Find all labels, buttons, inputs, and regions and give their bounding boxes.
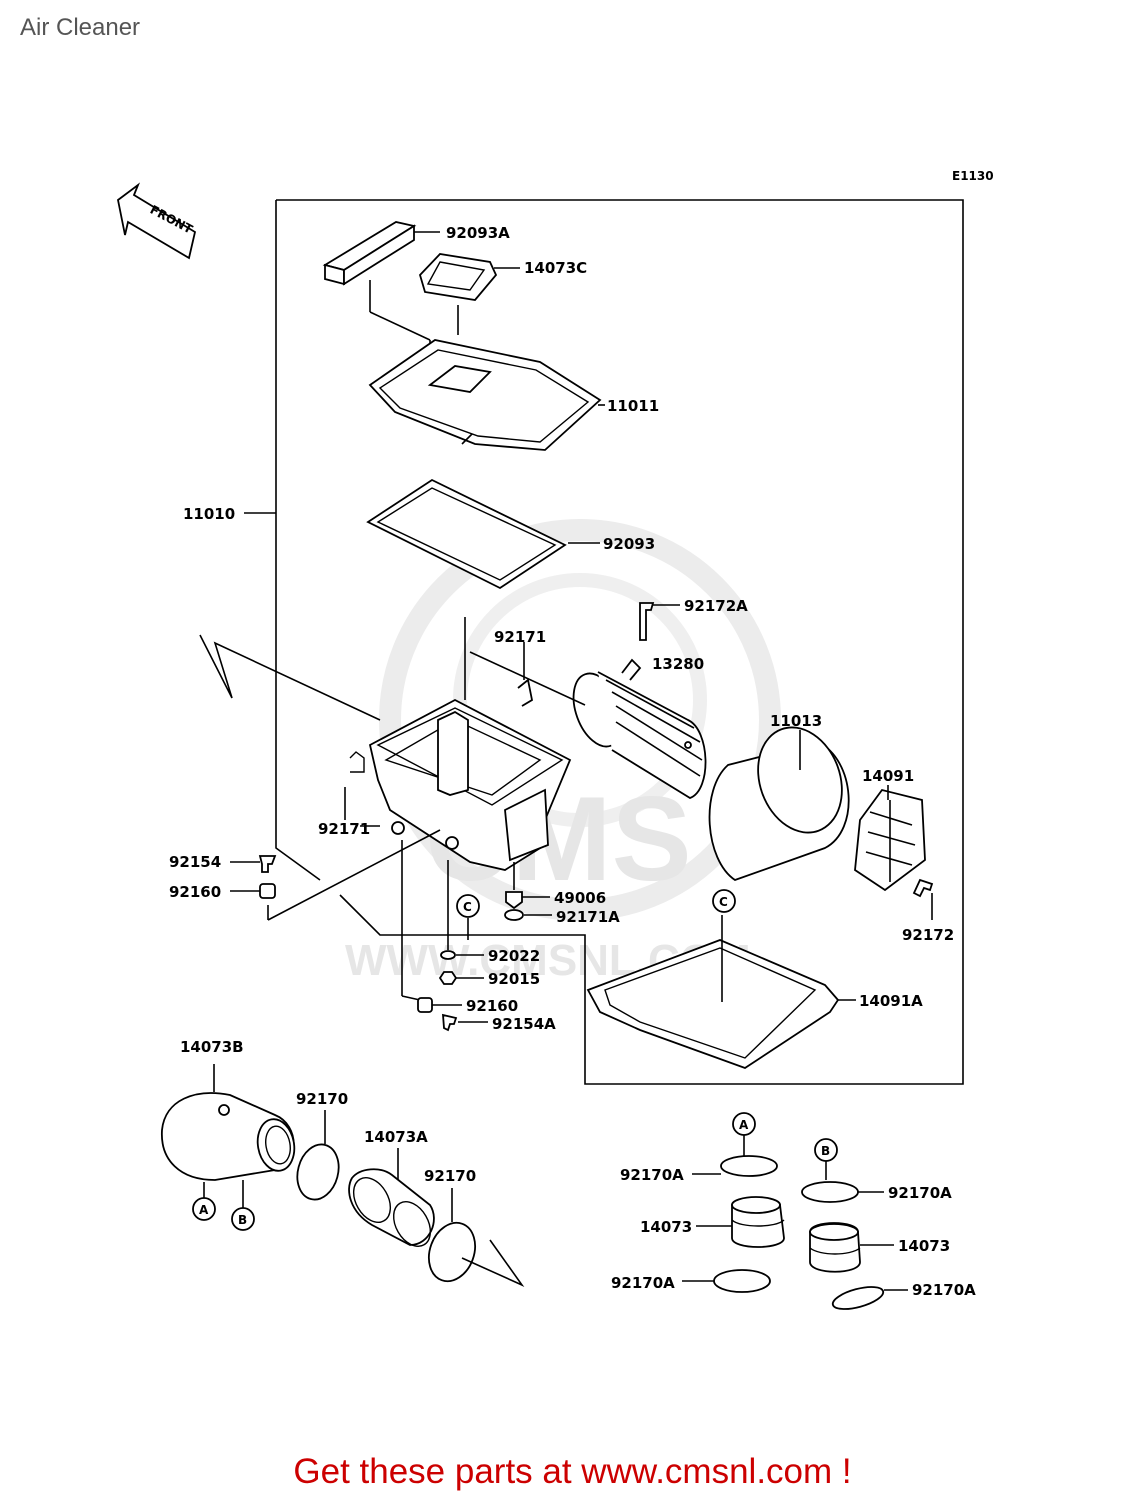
part-label-92160-lower: 92160 <box>466 997 518 1015</box>
part-label-92170-b: 92170 <box>424 1167 476 1185</box>
part-label-92170A-4: 92170A <box>912 1281 976 1299</box>
washer-92022-part <box>440 950 456 960</box>
part-label-92171-left: 92171 <box>318 820 370 838</box>
part-label-92170-a: 92170 <box>296 1090 348 1108</box>
callout-a-lower-left-label: A <box>199 1203 209 1217</box>
callout-c-left-label: C <box>463 900 472 914</box>
promo-footer: Get these parts at www.cmsnl.com ! <box>293 1452 852 1491</box>
screen-part <box>854 788 926 892</box>
clamp-92170a-part <box>296 1143 340 1201</box>
part-label-92172A: 92172A <box>684 597 748 615</box>
drain-plug-part <box>505 891 523 910</box>
clamp-92170a-1-part <box>720 1155 778 1177</box>
callout-a-right: A <box>732 1112 756 1136</box>
part-label-14073C: 14073C <box>524 259 587 277</box>
gasket-14091a-part <box>586 939 840 1069</box>
clip-92171a-part <box>504 909 524 921</box>
callout-b-right: B <box>814 1138 838 1162</box>
part-label-11011: 11011 <box>607 397 659 415</box>
callout-a-right-label: A <box>739 1118 749 1132</box>
part-label-14073-1: 14073 <box>640 1218 692 1236</box>
part-label-92015: 92015 <box>488 970 540 988</box>
part-label-92170A-2: 92170A <box>611 1274 675 1292</box>
page-title: Air Cleaner <box>20 14 141 41</box>
part-label-49006: 49006 <box>554 889 606 907</box>
clamp-92170a-4-part <box>831 1286 885 1310</box>
callout-c-right-label: C <box>719 895 728 909</box>
part-label-92170A-3: 92170A <box>888 1184 952 1202</box>
callout-b-right-label: B <box>821 1144 830 1158</box>
part-label-92171-top: 92171 <box>494 628 546 646</box>
clamp-92170a-2-part <box>713 1269 771 1293</box>
nut-92015-part <box>438 971 458 985</box>
part-label-92093A: 92093A <box>446 224 510 242</box>
joint-14073-1-part <box>731 1196 785 1248</box>
grommet-92160-part <box>259 883 276 899</box>
foam-block-part <box>322 221 417 286</box>
callout-c-right: C <box>712 889 736 913</box>
joint-14073a-part <box>348 1168 435 1247</box>
part-label-92160: 92160 <box>169 883 221 901</box>
part-label-92022: 92022 <box>488 947 540 965</box>
callout-b-lower-left-label: B <box>238 1213 247 1227</box>
bolt-92154a-part <box>442 1013 458 1032</box>
clamp-92170b-part <box>428 1221 476 1283</box>
element-holder-part <box>572 658 707 799</box>
part-label-92154A: 92154A <box>492 1015 556 1033</box>
duct-14073b-part <box>161 1092 296 1181</box>
assembly-frame <box>275 199 964 1085</box>
inlet-duct-part <box>418 253 498 301</box>
part-label-14091A: 14091A <box>859 992 923 1010</box>
part-label-14091: 14091 <box>862 767 914 785</box>
part-label-92172: 92172 <box>902 926 954 944</box>
cleaner-cover-part <box>368 339 602 451</box>
clip-92171-part <box>517 678 534 707</box>
diagram-code: E1130 <box>952 169 994 183</box>
front-arrow-icon: FRONT <box>117 182 197 260</box>
part-label-92093: 92093 <box>603 535 655 553</box>
part-label-92170A-1: 92170A <box>620 1166 684 1184</box>
part-label-14073A: 14073A <box>364 1128 428 1146</box>
bolt-92154-part <box>258 855 277 873</box>
cleaner-case-part <box>349 698 572 871</box>
cover-gasket-part <box>366 478 567 590</box>
part-label-92154: 92154 <box>169 853 221 871</box>
joint-14073-2-part <box>809 1222 861 1273</box>
part-label-11013: 11013 <box>770 712 822 730</box>
callout-a-lower-left: A <box>192 1197 216 1221</box>
part-label-14073B: 14073B <box>180 1038 244 1056</box>
clamp-92170a-3-part <box>801 1181 859 1203</box>
screw-92172a-part <box>639 602 655 641</box>
callout-c-left: C <box>456 894 480 918</box>
callout-b-lower-left: B <box>231 1207 255 1231</box>
grommet-92160b-part <box>417 997 433 1013</box>
filter-element-part <box>708 726 850 881</box>
part-label-11010: 11010 <box>183 505 235 523</box>
part-label-92171A: 92171A <box>556 908 620 926</box>
part-label-13280: 13280 <box>652 655 704 673</box>
part-label-14073-2: 14073 <box>898 1237 950 1255</box>
screw-92172-part <box>912 878 934 898</box>
